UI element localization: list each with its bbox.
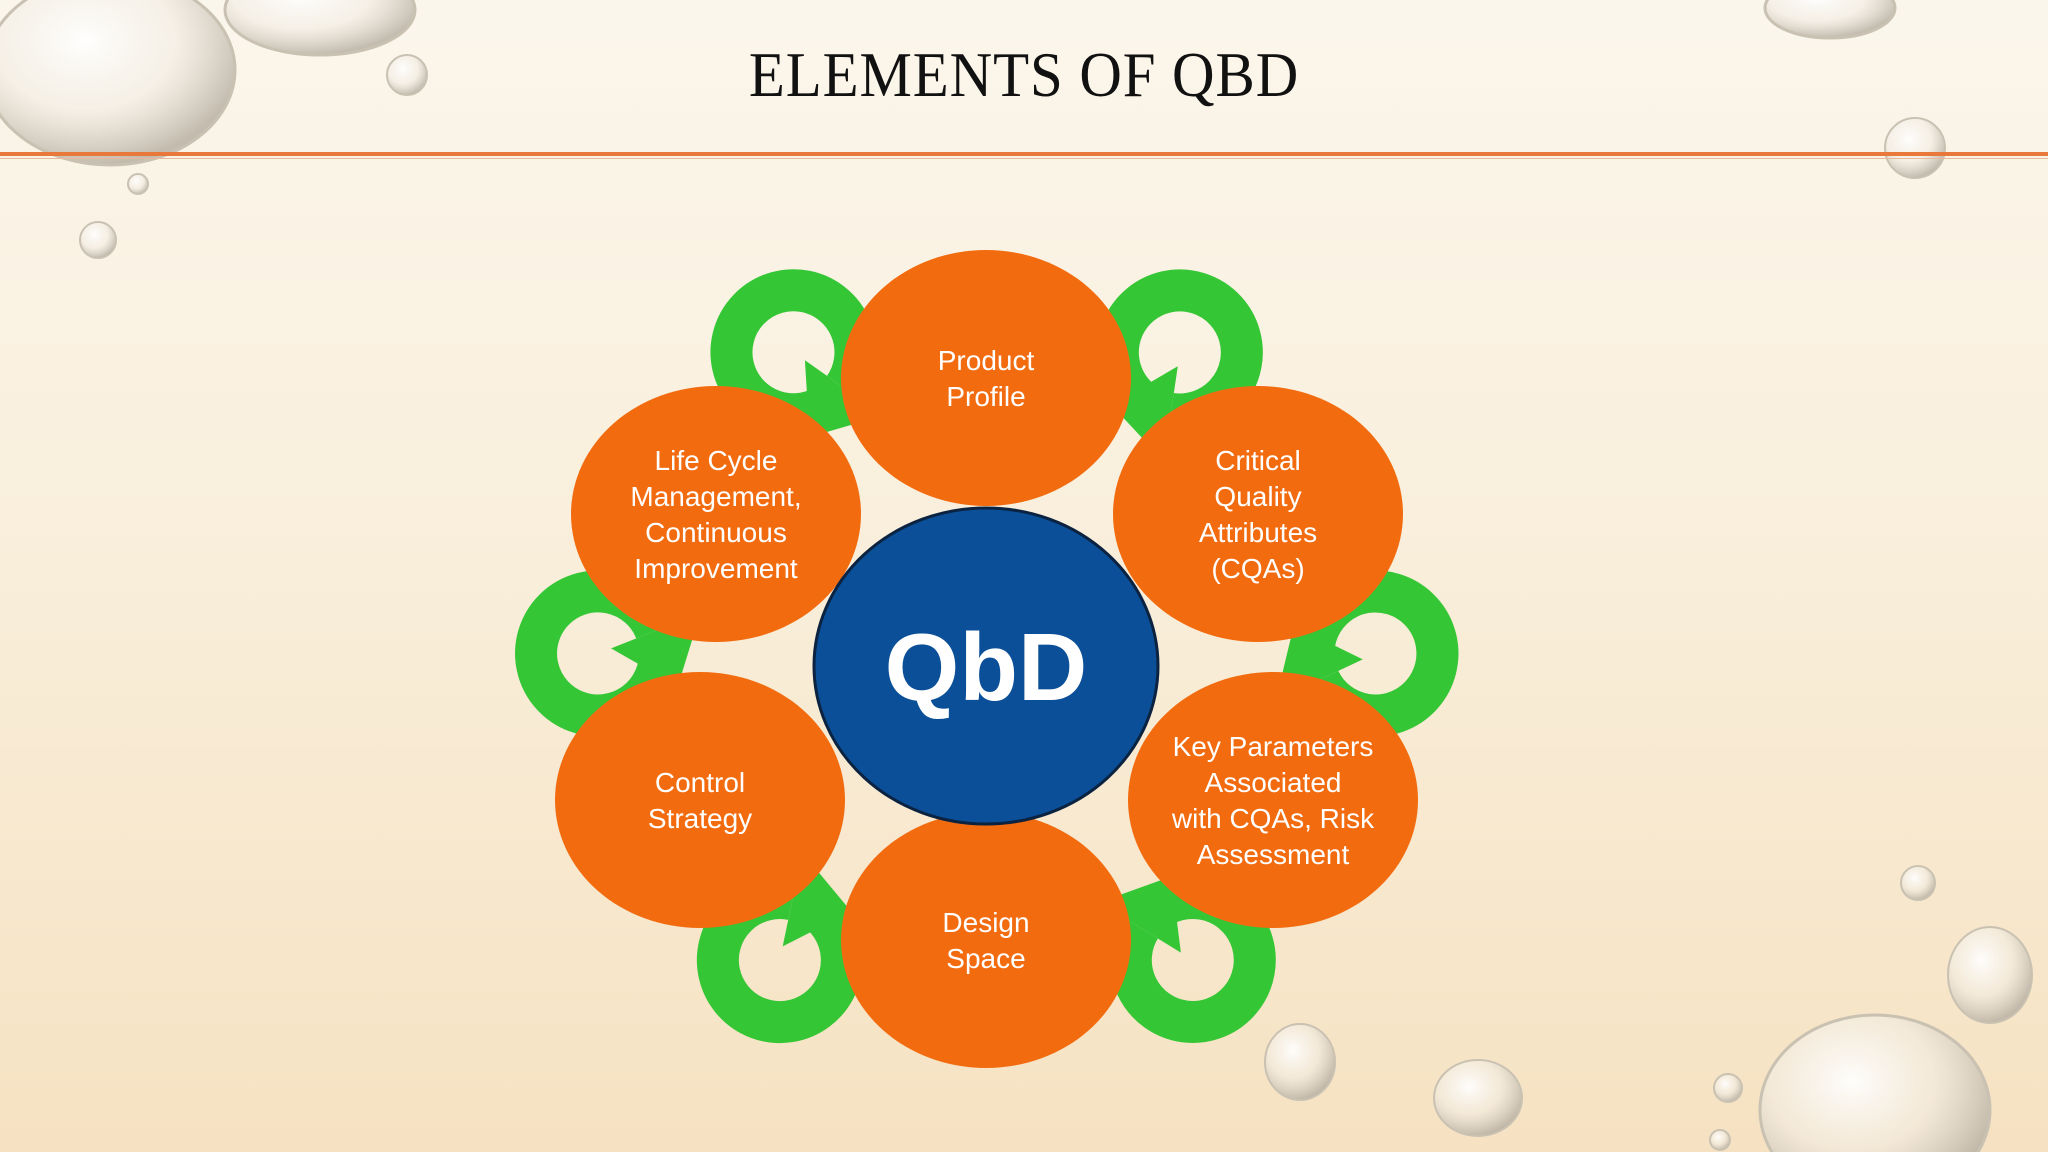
node-label: Continuous: [645, 517, 787, 548]
slide-title: ELEMENTS OF QBD: [748, 39, 1300, 110]
node-label: Life Cycle: [655, 445, 778, 476]
node-label: Management,: [630, 481, 801, 512]
node-label: Assessment: [1197, 839, 1350, 870]
node-label: Attributes: [1199, 517, 1317, 548]
node-label: Design: [942, 907, 1029, 938]
node-label: Critical: [1215, 445, 1301, 476]
node-label: with CQAs, Risk: [1171, 803, 1375, 834]
node-label: Associated: [1205, 767, 1342, 798]
node-label: Control: [655, 767, 745, 798]
node-circle: [571, 386, 861, 642]
title-divider-shadow: [0, 158, 2048, 159]
node-circle: [1128, 672, 1418, 928]
title-divider: [0, 152, 2048, 156]
center-label: QbD: [885, 614, 1088, 721]
node-label: Profile: [946, 381, 1025, 412]
node-label: Strategy: [648, 803, 752, 834]
node-label: (CQAs): [1211, 553, 1304, 584]
node-label: Quality: [1214, 481, 1301, 512]
node-circle: [841, 250, 1131, 506]
node-label: Space: [946, 943, 1025, 974]
node-circle: [841, 812, 1131, 1068]
node-circle: [1113, 386, 1403, 642]
node-circle: [555, 672, 845, 928]
node-label: Key Parameters: [1173, 731, 1374, 762]
node-label: Product: [938, 345, 1035, 376]
center-circle: [812, 506, 1160, 826]
node-label: Improvement: [634, 553, 798, 584]
center-node: QbD: [812, 506, 1160, 826]
